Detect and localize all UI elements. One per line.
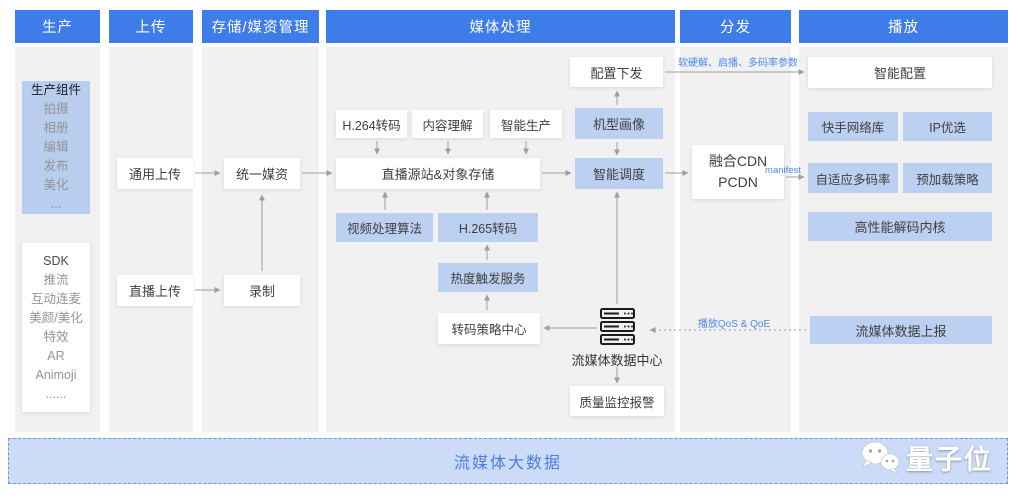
production-components-list: 生产组件 拍摄相册编辑发布美化... (22, 81, 90, 214)
content-understanding-box: 内容理解 (412, 110, 483, 138)
production-components-title: 生产组件 (30, 83, 81, 97)
config-deploy-box: 配置下发 (570, 57, 663, 87)
live-upload-box: 直播上传 (117, 275, 193, 306)
list-item: 美化 (43, 178, 69, 192)
column-bg-distribution (680, 47, 791, 432)
list-item: Animoji (35, 367, 77, 382)
list-item: 特效 (43, 329, 69, 344)
list-item: AR (47, 348, 65, 363)
smart-production-box: 智能生产 (490, 110, 562, 138)
qos-annotation: 播放QoS & QoE (697, 319, 771, 330)
preload-strategy-box: 预加载策略 (903, 163, 992, 193)
list-item: ... (50, 197, 62, 211)
video-algorithms-box: 视频处理算法 (336, 213, 433, 242)
production-sdk-title: SDK (43, 253, 69, 268)
cdn-line2: PCDN (718, 174, 758, 190)
list-item: 推流 (43, 272, 69, 287)
record-box: 录制 (224, 275, 300, 306)
list-item: ...... (45, 386, 67, 401)
decoder-core-box: 高性能解码内核 (808, 212, 992, 241)
smart-config-box: 智能配置 (808, 57, 992, 88)
ip-selection-box: IP优选 (903, 112, 992, 141)
list-item: 相册 (43, 121, 69, 135)
heat-trigger-box: 热度触发服务 (438, 263, 538, 292)
h264-transcode-box: H.264转码 (336, 110, 407, 138)
column-bg-storage (202, 47, 319, 432)
column-header-playback: 播放 (799, 10, 1008, 43)
h265-transcode-box: H.265转码 (438, 213, 538, 242)
production-sdk-items: 推流互动连麦美颜/美化特效 AR Animoji...... (29, 271, 82, 404)
origin-storage-box: 直播源站&对象存储 (336, 158, 540, 189)
list-item: 发布 (43, 159, 69, 173)
adaptive-bitrate-box: 自适应多码率 (808, 163, 898, 193)
list-item: 互动连麦 (30, 291, 81, 306)
list-item: 美颜/美化 (29, 310, 83, 325)
general-upload-box: 通用上传 (117, 158, 193, 189)
network-lib-box: 快手网络库 (808, 112, 898, 141)
column-header-processing: 媒体处理 (326, 10, 675, 43)
decode-params-annotation: 软硬解、启播、多码率参数 (678, 58, 798, 69)
column-bg-upload (109, 47, 193, 432)
data-report-box: 流媒体数据上报 (810, 316, 992, 344)
column-header-upload: 上传 (109, 10, 193, 43)
manifest-annotation: manifest (765, 165, 801, 176)
watermark-label: 量子位 (906, 444, 993, 475)
production-sdk-list: SDK 推流互动连麦美颜/美化特效 AR Animoji...... (22, 243, 90, 412)
column-header-production: 生产 (15, 10, 100, 43)
list-item: 拍摄 (43, 102, 69, 116)
quality-monitoring-box: 质量监控报警 (570, 386, 664, 416)
streaming-big-data-label: 流媒体大数据 (453, 455, 562, 472)
streaming-big-data-bar: 流媒体大数据 (8, 438, 1008, 484)
column-header-distribution: 分发 (680, 10, 791, 43)
server-stack-icon (600, 308, 635, 345)
list-item: 编辑 (43, 140, 69, 154)
qbitai-chat-icon (861, 441, 900, 474)
device-profile-box: 机型画像 (575, 108, 663, 139)
streaming-data-center-label: 流媒体数据中心 (571, 353, 663, 368)
cdn-line1: 融合CDN (708, 153, 768, 169)
production-components-items: 拍摄相册编辑发布美化... (43, 100, 68, 214)
smart-scheduling-box: 智能调度 (575, 158, 663, 189)
unified-media-box: 统一媒资 (224, 158, 300, 189)
transcode-policy-box: 转码策略中心 (438, 313, 540, 344)
column-header-storage: 存储/媒资管理 (202, 10, 319, 43)
watermark: 量子位 (858, 438, 993, 476)
cdn-pcdn-box: 融合CDN PCDN (692, 145, 784, 199)
